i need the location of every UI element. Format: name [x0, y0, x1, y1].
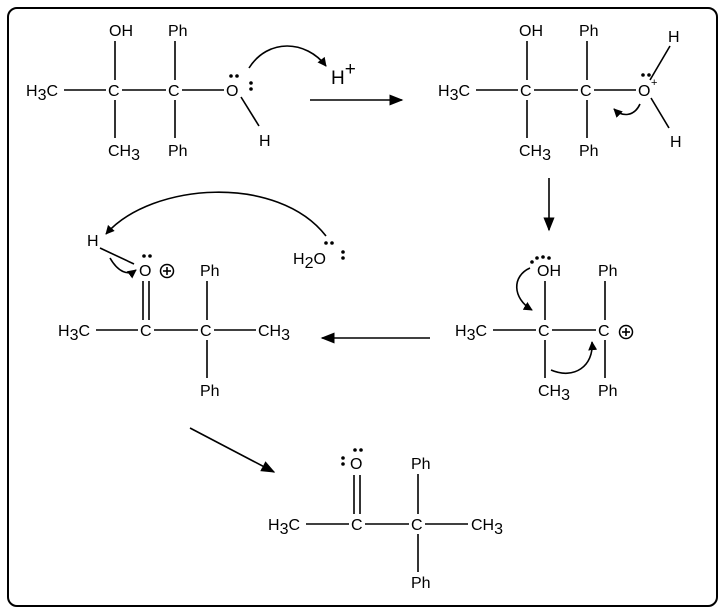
methyl-label: H3C	[26, 83, 58, 104]
methyl-label: CH3	[108, 143, 140, 164]
carbon-label: C	[411, 517, 423, 534]
curved-arrow	[248, 45, 327, 69]
carbon-label: C	[520, 83, 532, 100]
charge-label: +	[651, 77, 657, 89]
phenyl-label: Ph	[579, 143, 599, 160]
curved-arrow	[109, 257, 137, 279]
carbon-label: C	[168, 83, 180, 100]
molecule-oxonium: H3C C C O + H H OH CH3 Ph Ph	[438, 23, 682, 164]
oxygen-label: O	[638, 83, 650, 100]
phenyl-label: Ph	[579, 23, 599, 40]
positive-charge-icon	[159, 263, 175, 279]
phenyl-label: Ph	[411, 575, 431, 592]
hydrogen-label: H	[87, 233, 99, 250]
oxygen-label: O	[350, 456, 362, 473]
methyl-label: H3C	[58, 323, 90, 344]
curved-arrow	[516, 267, 533, 311]
carbon-label: C	[140, 323, 152, 340]
molecule-diol: H3C C C O H OH CH3 Ph Ph	[26, 23, 271, 164]
positive-charge-icon	[618, 324, 634, 340]
reaction-arrow	[189, 427, 276, 473]
oxygen-label: O	[226, 83, 238, 100]
molecule-ketone: H3C C C CH3 O Ph Ph	[268, 448, 503, 592]
molecule-carbocation: H3C C C OH CH3 Ph Ph	[455, 255, 634, 404]
phenyl-label: Ph	[168, 143, 188, 160]
curved-arrow	[105, 191, 327, 237]
hydroxyl-label: OH	[519, 23, 543, 40]
carbon-label: C	[580, 83, 592, 100]
molecule-oxocarbenium: H3C C C CH3 O H Ph Ph	[58, 233, 290, 400]
hydrogen-label: H	[259, 133, 271, 150]
phenyl-label: Ph	[200, 263, 220, 280]
phenyl-label: Ph	[200, 383, 220, 400]
carbon-label: C	[351, 517, 363, 534]
curved-arrow	[550, 341, 598, 375]
hydrogen-label: H	[668, 29, 680, 46]
water-label: H2O	[293, 251, 326, 272]
methyl-label: CH3	[471, 517, 503, 538]
phenyl-label: Ph	[411, 456, 431, 473]
carbon-label: C	[108, 83, 120, 100]
hydroxyl-label: OH	[109, 23, 133, 40]
hydroxyl-label: OH	[537, 263, 561, 280]
carbon-label: C	[200, 323, 212, 340]
methyl-label: H3C	[455, 323, 487, 344]
curved-arrow	[613, 103, 641, 118]
methyl-label: CH3	[538, 383, 570, 404]
methyl-label: H3C	[438, 83, 470, 104]
carbon-label: C	[598, 323, 610, 340]
phenyl-label: Ph	[598, 263, 618, 280]
carbon-label: C	[538, 323, 550, 340]
methyl-label: CH3	[258, 323, 290, 344]
methyl-label: CH3	[519, 143, 551, 164]
methyl-label: H3C	[268, 517, 300, 538]
diagram-frame	[7, 7, 718, 607]
hydrogen-label: H	[670, 134, 682, 151]
phenyl-label: Ph	[598, 383, 618, 400]
oxygen-label: O	[139, 263, 151, 280]
phenyl-label: Ph	[168, 23, 188, 40]
proton-label: H+	[331, 59, 356, 89]
